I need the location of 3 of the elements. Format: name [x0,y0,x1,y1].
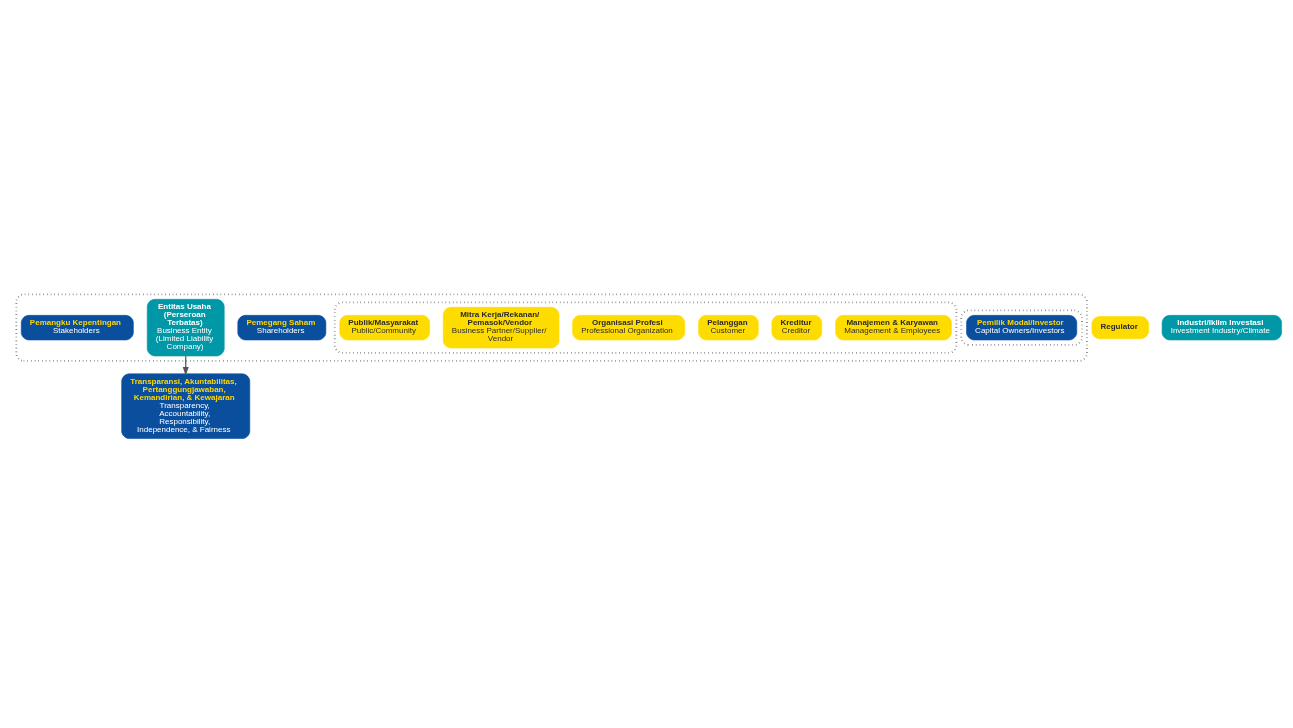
cluster [15,293,1088,362]
cluster [960,309,1083,346]
cluster [333,301,958,354]
